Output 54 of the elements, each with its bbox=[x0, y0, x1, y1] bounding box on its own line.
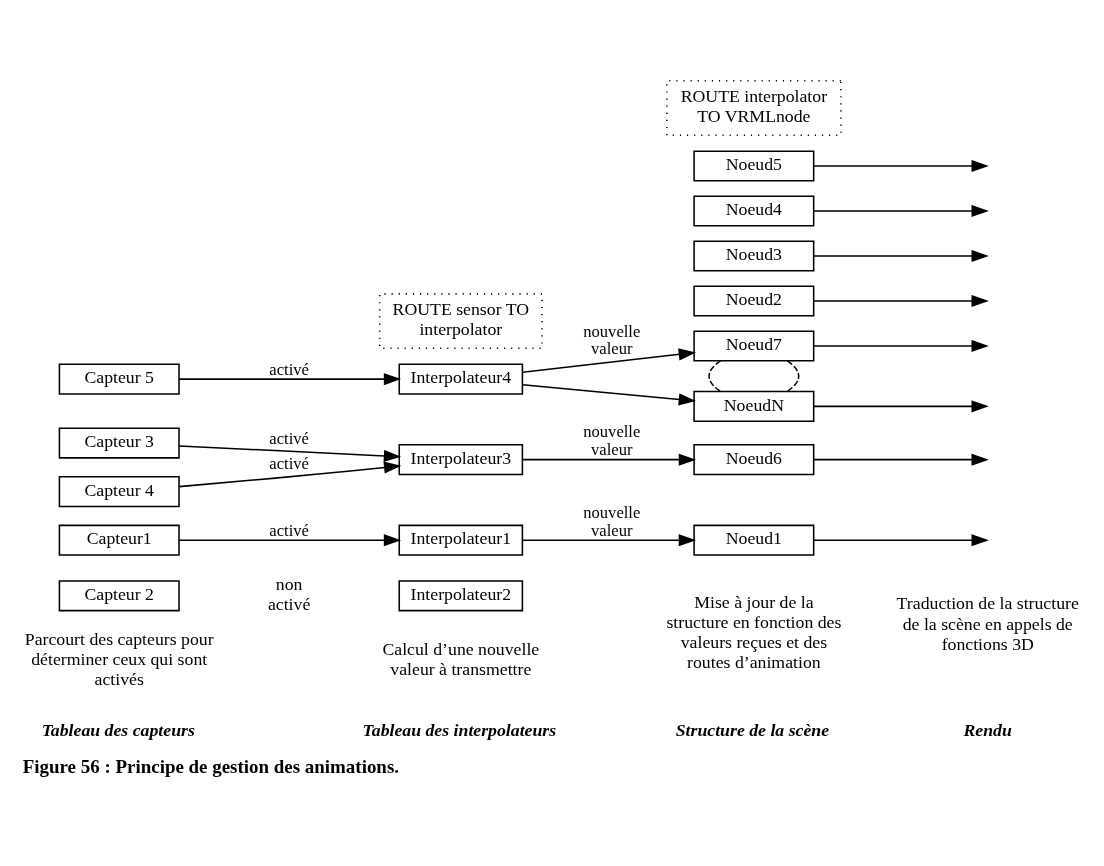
label: Structure de la scène bbox=[675, 720, 830, 741]
arrow bbox=[521, 534, 697, 547]
edge-label: nouvelle valeur bbox=[583, 321, 641, 359]
arrow bbox=[813, 159, 989, 173]
arrow bbox=[813, 534, 989, 547]
edge-label: activé bbox=[269, 359, 309, 379]
node-box: Capteur 3 bbox=[58, 427, 180, 459]
label: Tableau des capteurs bbox=[41, 720, 195, 741]
label: Tableau des interpolateurs bbox=[362, 720, 557, 741]
label: Mise à jour de la structure en fonction des valeurs reçues et des routes d’animation bbox=[666, 591, 842, 673]
arrow bbox=[521, 384, 696, 406]
node-box: Capteur 2 bbox=[58, 580, 180, 612]
arrow bbox=[178, 373, 402, 386]
edge-label: activé bbox=[269, 429, 309, 449]
edge-label: nouvelle valeur bbox=[583, 422, 641, 460]
edge-label: activé bbox=[269, 520, 309, 540]
node-box: Noeud7 bbox=[693, 330, 815, 362]
node-box: Noeud3 bbox=[693, 240, 815, 272]
node-box: Interpolateur1 bbox=[398, 524, 524, 556]
arrow bbox=[521, 348, 696, 373]
node-box: Noeud1 bbox=[693, 524, 815, 556]
node-box: Interpolateur3 bbox=[398, 444, 524, 476]
arrow bbox=[813, 249, 989, 263]
arrow bbox=[813, 294, 989, 308]
arrow bbox=[178, 461, 402, 488]
label: non activé bbox=[267, 573, 311, 615]
arrow bbox=[521, 453, 697, 466]
node-box: Capteur 5 bbox=[58, 363, 180, 395]
edge-label: activé bbox=[269, 454, 309, 474]
node-box: Noeud6 bbox=[693, 444, 815, 476]
node-box: Noeud5 bbox=[693, 150, 815, 182]
edge-label: nouvelle valeur bbox=[583, 502, 641, 540]
arrow bbox=[813, 453, 989, 466]
node-box: ROUTE sensor TO interpolator bbox=[378, 293, 543, 350]
label: Rendu bbox=[963, 720, 1012, 741]
label: Traduction de la structure de la scène en appels de fonctions 3D bbox=[896, 593, 1079, 654]
node-box: Capteur 4 bbox=[58, 476, 180, 508]
node-box: Interpolateur2 bbox=[398, 580, 524, 612]
caption: Figure 56 : Principe de gestion des animations. bbox=[22, 756, 400, 778]
label: Calcul d’une nouvelle valeur à transmettre bbox=[382, 639, 540, 680]
node-box: Interpolateur4 bbox=[398, 363, 524, 395]
node-box: Noeud2 bbox=[693, 285, 815, 317]
arrow bbox=[178, 445, 402, 462]
connector bbox=[708, 360, 722, 393]
arrow bbox=[178, 534, 402, 547]
arrow bbox=[813, 339, 989, 353]
node-box: ROUTE interpolator TO VRMLnode bbox=[666, 79, 842, 136]
node-box: NoeudN bbox=[693, 390, 815, 422]
node-box: Noeud4 bbox=[693, 195, 815, 227]
arrow bbox=[813, 400, 989, 413]
label: Parcourt des capteurs pour déterminer ceux qui sont activés bbox=[24, 628, 214, 690]
connector bbox=[786, 360, 800, 393]
arrow bbox=[813, 204, 989, 218]
node-box: Capteur1 bbox=[58, 524, 180, 556]
